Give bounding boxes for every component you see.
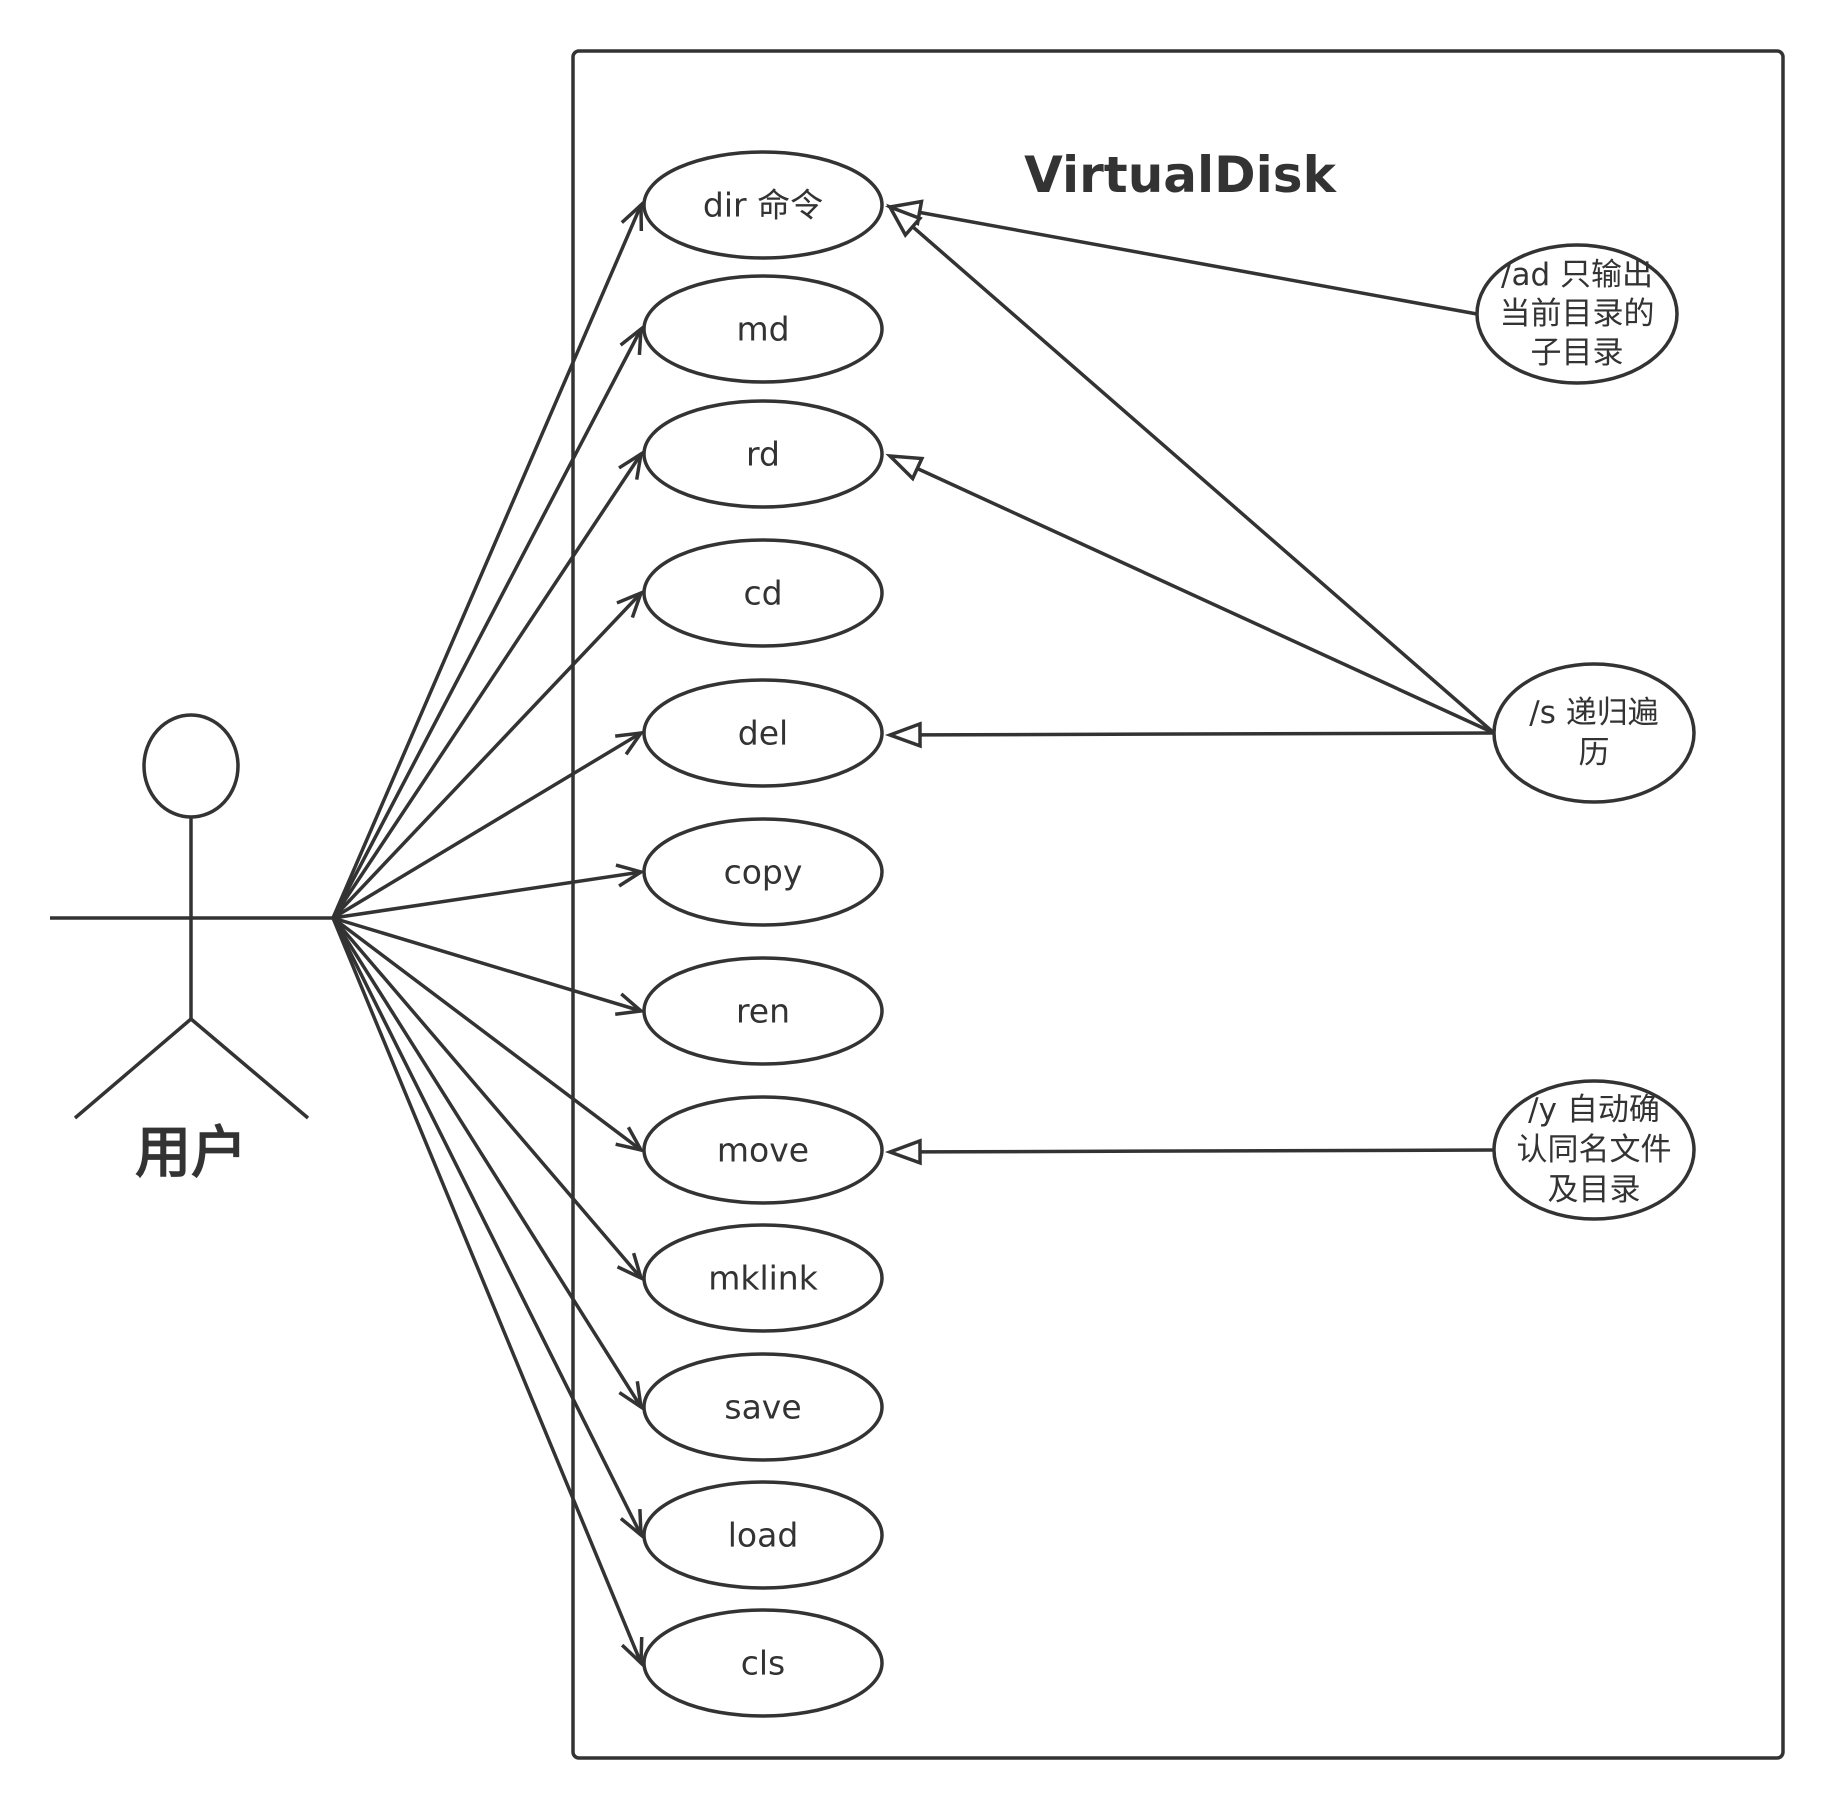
extend-s-rd (885, 453, 1495, 735)
option-label-line: /ad 只输出 (1501, 257, 1653, 293)
use-case-ellipse (642, 817, 884, 927)
extend-ad-dir (884, 199, 1478, 316)
option-ellipse (1492, 662, 1696, 804)
use-case-label: cls (741, 1644, 786, 1683)
option-label-line: 当前目录的 (1500, 296, 1655, 332)
use-case-label: rd (746, 435, 780, 474)
use-case-rd[interactable]: rd (642, 399, 884, 509)
use-case-ellipse (642, 150, 884, 260)
association-copy (332, 863, 646, 920)
use-case-label: copy (724, 853, 803, 892)
use-case-save[interactable]: save (642, 1352, 884, 1462)
association-mklink (331, 916, 644, 1282)
association-cd (331, 589, 644, 920)
association-lines (331, 201, 646, 1667)
system-title: VirtualDisk (1024, 146, 1337, 204)
option-label-line: /s 递归遍 (1529, 695, 1658, 731)
association-save (331, 917, 644, 1411)
use-case-label: ren (736, 992, 790, 1031)
association-del (332, 730, 645, 920)
actor-left-leg (73, 1017, 193, 1120)
extend-y-move (884, 1138, 1495, 1166)
use-case-md[interactable]: md (642, 274, 884, 384)
use-case-label: del (738, 714, 788, 753)
use-case-ellipse (642, 1223, 884, 1333)
use-case-ellipse (642, 274, 884, 384)
association-load (331, 917, 643, 1539)
use-case-cls[interactable]: cls (642, 1608, 884, 1718)
association-cls (331, 917, 644, 1667)
use-case-ellipse (642, 1480, 884, 1590)
use-case-ellipse (642, 1352, 884, 1462)
use-case-move[interactable]: move (642, 1095, 884, 1205)
use-case-dir[interactable]: dir 命令 (642, 150, 884, 260)
use-case-label: move (717, 1131, 809, 1170)
option-ellipse (1492, 1079, 1696, 1221)
use-case-label: load (728, 1516, 799, 1555)
option-label-line: /y 自动确 (1528, 1092, 1660, 1128)
use-case-label: md (736, 310, 789, 349)
association-rd (331, 450, 644, 919)
use-case-ellipse (642, 956, 884, 1066)
option-label-line: 及目录 (1548, 1172, 1641, 1208)
actor-label: 用户 (135, 1121, 247, 1186)
use-case-del[interactable]: del (642, 678, 884, 788)
use-case-label: mklink (708, 1259, 819, 1298)
use-case-ellipse (642, 678, 884, 788)
use-case-label: save (724, 1388, 801, 1427)
use-case-ellipse (642, 1095, 884, 1205)
association-md (331, 325, 643, 919)
system-boundary (571, 49, 1785, 1760)
use-case-list: dir 命令 md rd cd del copy ren move mklink save load… (642, 150, 884, 1718)
association-move (331, 916, 645, 1153)
use-case-cd[interactable]: cd (642, 538, 884, 648)
option-ellipse (1475, 243, 1679, 385)
use-case-ellipse (642, 1608, 884, 1718)
use-case-ren[interactable]: ren (642, 956, 884, 1066)
use-case-mklink[interactable]: mklink (642, 1223, 884, 1333)
use-case-label: cd (743, 574, 782, 613)
use-case-ellipse (642, 399, 884, 509)
actor-head (142, 713, 240, 819)
use-case-ellipse (642, 538, 884, 648)
use-case-copy[interactable]: copy (642, 817, 884, 927)
option-label-line: 历 (1579, 735, 1610, 771)
extend-s-dir (886, 203, 1496, 735)
option-label-line: 认同名文件 (1517, 1132, 1672, 1168)
option-label-line: 子目录 (1531, 335, 1624, 371)
association-dir (331, 201, 644, 919)
extend-lines (884, 199, 1496, 1166)
actor-figure (50, 713, 333, 1120)
extend-s-del (884, 721, 1495, 749)
use-case-label: dir 命令 (703, 186, 823, 225)
association-ren (332, 916, 646, 1017)
actor-right-leg (189, 1017, 310, 1120)
use-case-load[interactable]: load (642, 1480, 884, 1590)
